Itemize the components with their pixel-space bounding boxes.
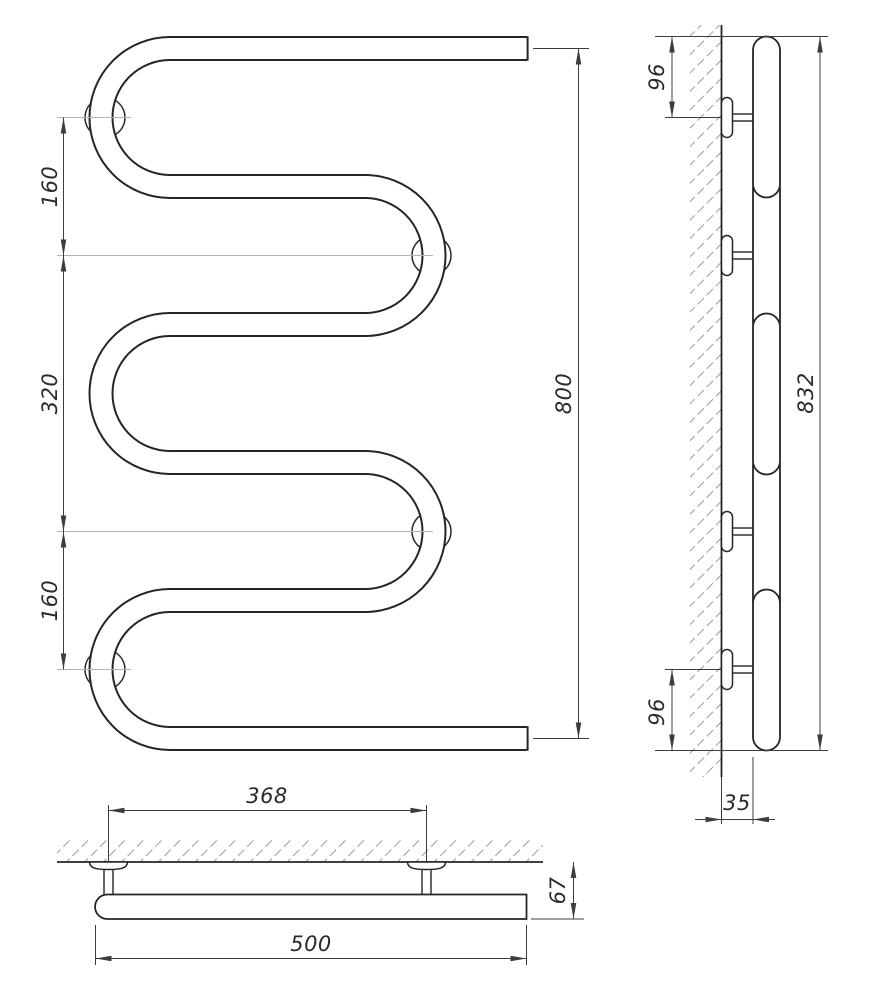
serpentine-pipe xyxy=(88,36,529,751)
plan-view: 368 67 500 xyxy=(57,784,584,965)
arrowhead xyxy=(60,255,67,272)
bracket-wall-flange xyxy=(720,96,734,139)
arrowhead xyxy=(705,816,722,823)
dim-label-320: 320 xyxy=(38,373,62,415)
wall-hatching xyxy=(57,838,543,862)
side-view: 96 96 832 35 xyxy=(645,25,828,824)
side-top-offset-dimension: 96 xyxy=(645,36,828,118)
plan-wall-depth-dimension: 67 xyxy=(531,862,584,920)
bracket-wall-flange xyxy=(88,861,129,871)
arrowhead xyxy=(669,101,675,118)
side-wall-clearance-dimension: 35 xyxy=(695,757,775,824)
pipe-segment-rear xyxy=(752,173,781,338)
front-view: 160 320 160 800 xyxy=(38,36,589,751)
dim-label-35: 35 xyxy=(723,791,751,815)
plan-overall-width-dimension: 500 xyxy=(95,925,527,965)
pipe-outline xyxy=(88,36,527,751)
side-pipe-profile xyxy=(752,35,781,752)
arrowhead xyxy=(570,903,577,919)
front-height-dimension: 800 xyxy=(533,48,589,739)
pipe-segment-front xyxy=(752,588,781,752)
dim-label-96-bottom: 96 xyxy=(645,698,669,726)
arrowhead xyxy=(60,239,67,256)
bracket-wall-flange xyxy=(720,510,734,553)
plan-bracket-spacing-dimension: 368 xyxy=(108,784,427,814)
plan-brackets xyxy=(88,861,447,896)
bracket-wall-flange xyxy=(406,861,447,871)
pipe-body xyxy=(90,38,527,749)
bracket-arm xyxy=(731,113,755,122)
dim-label-160-bottom: 160 xyxy=(38,580,62,622)
arrowhead xyxy=(95,955,112,962)
front-left-dimension-chain: 160 320 160 xyxy=(38,117,67,670)
dim-label-500: 500 xyxy=(290,932,332,956)
side-bottom-offset-dimension: 96 xyxy=(645,669,828,751)
side-brackets xyxy=(720,96,755,691)
pipe-segment-front xyxy=(752,35,781,199)
arrowhead xyxy=(817,734,823,751)
dim-label-832: 832 xyxy=(794,372,818,414)
plan-pipe-body xyxy=(94,893,528,920)
dim-label-160-top: 160 xyxy=(38,166,62,208)
bracket-arm xyxy=(731,665,755,674)
arrowhead xyxy=(575,48,582,65)
pipe-segment-front xyxy=(752,312,781,476)
arrowhead xyxy=(60,653,67,670)
bracket-wall-flange xyxy=(720,234,734,277)
arrowhead xyxy=(510,955,527,962)
arrowhead xyxy=(669,734,675,751)
dim-label-67: 67 xyxy=(546,877,570,905)
arrowhead xyxy=(410,807,427,814)
front-centerlines xyxy=(57,117,433,670)
wall-hatching xyxy=(690,25,722,777)
arrowhead xyxy=(108,807,125,814)
bracket-arm xyxy=(731,251,755,260)
side-total-height-dimension: 832 xyxy=(794,36,823,751)
arrowhead xyxy=(60,531,67,548)
arrowhead xyxy=(817,36,823,53)
dim-label-800: 800 xyxy=(552,373,576,415)
bracket-arm xyxy=(731,527,755,536)
arrowhead xyxy=(60,515,67,532)
dim-label-368: 368 xyxy=(246,784,288,808)
arrowhead xyxy=(669,36,675,53)
bracket-wall-flange xyxy=(720,648,734,691)
arrowhead xyxy=(575,722,582,739)
arrowhead xyxy=(60,117,67,134)
dim-label-96-top: 96 xyxy=(645,63,669,91)
arrowhead xyxy=(570,862,577,878)
arrowhead xyxy=(669,669,675,686)
arrowhead xyxy=(753,816,769,823)
